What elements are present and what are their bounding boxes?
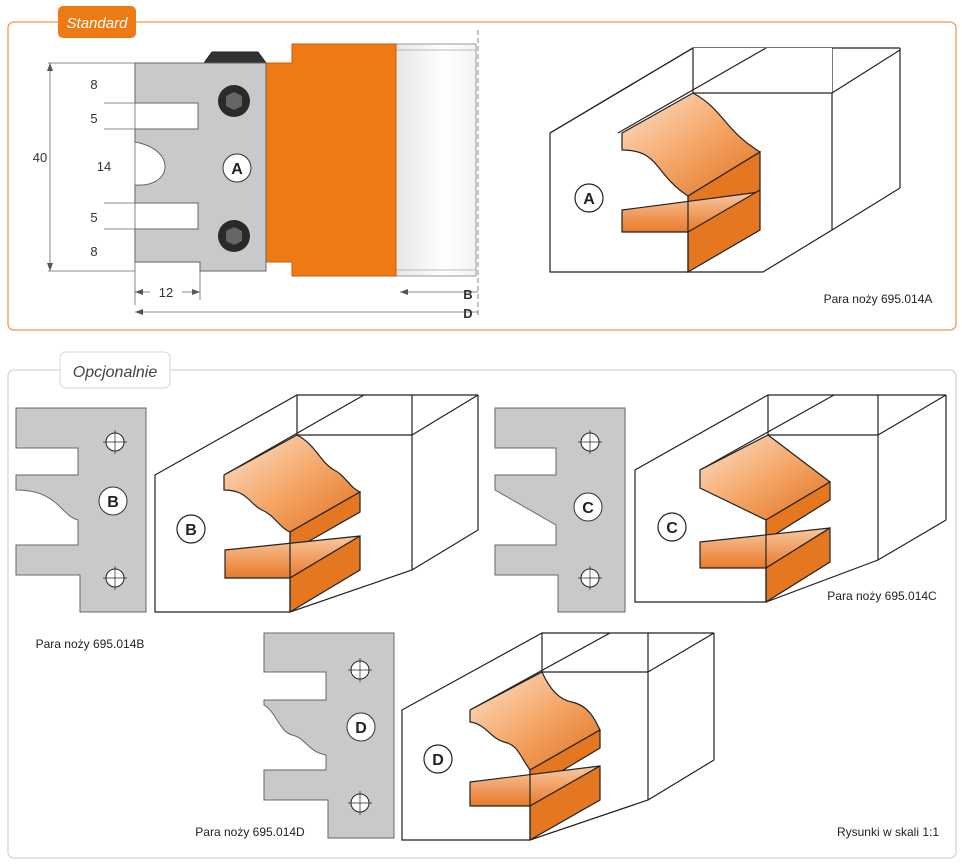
block-label-b: B xyxy=(185,522,197,539)
svg-text:A: A xyxy=(231,161,243,178)
block-label-c: C xyxy=(666,520,678,537)
svg-text:A: A xyxy=(583,191,595,208)
optional-panel: Opcjonalnie B Para noży 695.014B xyxy=(7,351,957,859)
dimension-lines xyxy=(48,30,479,315)
dim-total-label: 40 xyxy=(33,150,47,165)
standard-tag-label: Standard xyxy=(67,15,129,32)
standard-tag: Standard xyxy=(58,6,136,38)
standard-panel: Standard 40 8 xyxy=(7,6,957,331)
mounting-hole-icon xyxy=(348,791,372,815)
knife-plate-b: B xyxy=(15,407,147,613)
profile-block-d: D xyxy=(401,632,715,842)
plate-label-d: D xyxy=(355,720,367,737)
mounting-hole-icon xyxy=(348,658,372,682)
plate-label-a: A xyxy=(222,153,252,183)
screw-icon xyxy=(218,220,250,252)
scale-note: Rysunki w skali 1:1 xyxy=(837,825,939,839)
optional-tag: Opcjonalnie xyxy=(59,351,171,389)
dim-s5-label: 8 xyxy=(90,244,97,259)
mounting-hole-icon xyxy=(578,566,602,590)
profile-block-c: C xyxy=(634,394,947,604)
caption-d: Para noży 695.014D xyxy=(195,825,305,839)
knife-plate-d: D xyxy=(263,632,395,839)
dimension-labels: 40 8 5 14 5 8 12 B D xyxy=(33,77,473,321)
knife-plate-c: C xyxy=(494,407,626,613)
cutter-assembly: A xyxy=(134,43,477,277)
caption-c: Para noży 695.014C xyxy=(827,589,937,603)
dim-width-label: 12 xyxy=(159,285,173,300)
mounting-hole-icon xyxy=(103,566,127,590)
shaft xyxy=(395,43,477,277)
dim-s1-label: 8 xyxy=(90,77,97,92)
block-label-a xyxy=(574,183,604,213)
optional-tag-label: Opcjonalnie xyxy=(73,364,158,381)
cutter-body xyxy=(265,43,397,277)
dim-b-label: B xyxy=(463,287,472,302)
dim-d-label: D xyxy=(463,306,472,321)
dim-s2-label: 5 xyxy=(90,111,97,126)
profile-block-b: B xyxy=(154,394,479,614)
block-label-d: D xyxy=(432,752,444,769)
caption-a: Para noży 695.014A xyxy=(824,292,933,306)
plate-label-b: B xyxy=(107,494,119,511)
plate-label-c: C xyxy=(582,500,594,517)
caption-b: Para noży 695.014B xyxy=(36,637,145,651)
dim-s4-label: 5 xyxy=(90,210,97,225)
dim-s3-label: 14 xyxy=(97,159,111,174)
dimension-arrows xyxy=(47,63,408,315)
mounting-hole-icon xyxy=(578,430,602,454)
profile-block-a: A xyxy=(549,47,901,274)
mounting-hole-icon xyxy=(103,430,127,454)
cutter-cap xyxy=(203,51,267,64)
screw-icon xyxy=(218,85,250,117)
